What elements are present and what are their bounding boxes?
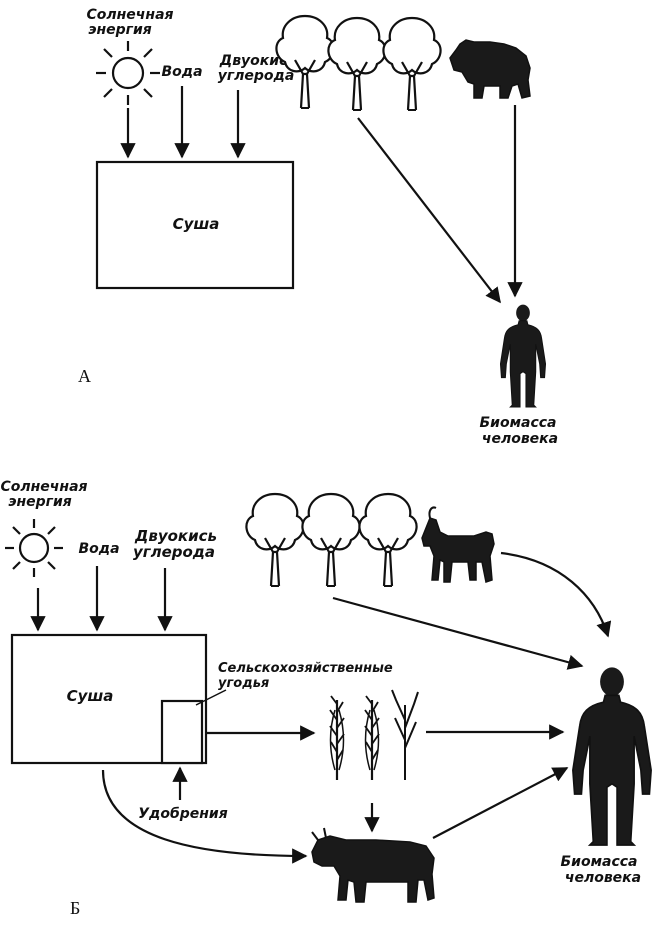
sun-icon — [96, 41, 160, 105]
co2-label-line2: углерода — [218, 68, 295, 84]
cow-to-human-arrow — [432, 767, 569, 839]
farmland-box — [160, 699, 204, 765]
section-label-a: А — [78, 366, 91, 386]
sun-label-line2: энергия — [8, 494, 72, 510]
co2-label-line1: Двуокись — [219, 53, 297, 69]
sun-label-line1: Солнечная — [0, 479, 87, 495]
goat-icon — [421, 506, 495, 583]
tree-icon — [327, 16, 387, 112]
tree-icon — [382, 16, 442, 112]
farmland-label-line2: угодья — [218, 676, 269, 691]
sun-icon — [5, 519, 63, 577]
land-label: Суша — [67, 687, 114, 705]
human-label-line1: Биомасса — [479, 415, 556, 431]
co2-label-line2: углерода — [133, 543, 215, 561]
farmland-leader-line — [195, 689, 227, 706]
human-icon — [572, 666, 652, 846]
tree-icon — [245, 492, 305, 588]
forest-to-human-arrow — [332, 596, 584, 670]
cow-icon — [311, 827, 435, 903]
sun-label-line2: энергия — [88, 22, 152, 38]
tree-icon — [358, 492, 418, 588]
fertilizer-label: Удобрения — [138, 806, 227, 822]
human-icon — [499, 304, 547, 408]
diagram-a: Солнечная энергия Вода Двуокись углерода… — [78, 7, 558, 447]
human-label-line1: Биомасса — [560, 854, 637, 870]
human-label-line2: человека — [565, 870, 641, 886]
tree-icon — [275, 14, 335, 110]
forest-to-human-arrow — [357, 117, 501, 304]
section-label-b: Б — [70, 898, 80, 918]
goat-to-human-arrow — [500, 551, 612, 638]
human-label-line2: человека — [482, 431, 558, 447]
sun-label-line1: Солнечная — [86, 7, 173, 23]
farmland-label-line1: Сельскохозяйственные — [218, 661, 393, 676]
crop-icon — [328, 694, 346, 782]
water-label: Вода — [161, 64, 202, 80]
tree-icon — [301, 492, 361, 588]
crop-icon — [363, 694, 381, 782]
land-label: Суша — [173, 215, 220, 233]
co2-label-line1: Двуокись — [134, 527, 217, 545]
water-label: Вода — [78, 541, 119, 557]
diagram-b: Солнечная энергия Вода Двуокись углерода… — [0, 479, 652, 918]
crop-icon — [391, 689, 419, 780]
land-box — [95, 160, 295, 290]
land-to-cow-arrow — [101, 769, 308, 864]
bear-icon — [449, 39, 531, 99]
